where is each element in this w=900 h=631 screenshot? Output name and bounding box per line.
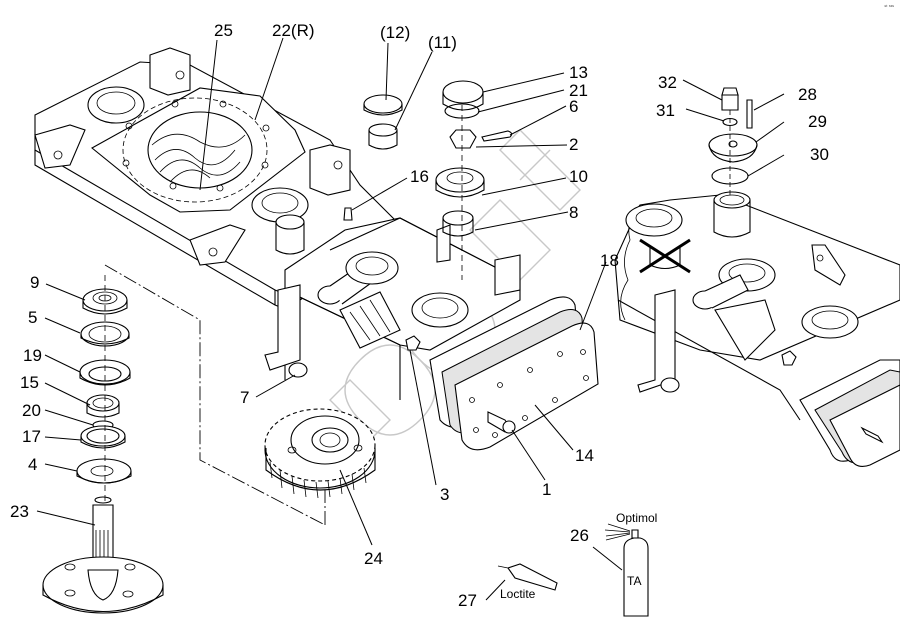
callout-5: 5 [28, 308, 37, 327]
leader-lines [36, 37, 785, 601]
optimol-label: Optimol [616, 511, 657, 525]
callout-24: 24 [364, 549, 383, 568]
callout-23: 23 [10, 502, 29, 521]
callout-10: 10 [569, 167, 588, 186]
callout-2: 2 [569, 135, 578, 154]
gearbox-housing-right [614, 191, 900, 467]
gearbox-housing-center [264, 207, 521, 400]
callout-6: 6 [569, 97, 578, 116]
callout-17: 17 [22, 427, 41, 446]
gearbox-housing-left [34, 47, 396, 316]
callout-1: 1 [542, 480, 551, 499]
callout-3: 3 [440, 485, 449, 504]
cover-plate-assembly [429, 296, 599, 451]
callout-22: 22(R) [272, 21, 315, 40]
plug-assembly [708, 87, 758, 195]
callout-32: 32 [658, 73, 677, 92]
callout-26: 26 [570, 526, 589, 545]
callout-labels: 25 22(R) (12) (11) 13 21 6 2 10 8 16 18 … [10, 21, 829, 610]
assembly-line-left [104, 264, 326, 526]
gear-part-24 [264, 408, 376, 499]
callout-19: 19 [23, 346, 42, 365]
callout-11: (11) [428, 33, 457, 52]
spray-can-text: TA [627, 574, 641, 588]
callout-31: 31 [656, 101, 675, 120]
callout-15: 15 [20, 373, 39, 392]
callout-4: 4 [28, 455, 37, 474]
bearing-stack-top [363, 80, 513, 280]
spray-can [604, 523, 649, 617]
callout-21: 21 [569, 81, 588, 100]
callout-8: 8 [569, 203, 578, 222]
loctite-tube [497, 563, 558, 591]
callout-7: 7 [240, 388, 249, 407]
callout-18: 18 [600, 251, 619, 270]
callout-27: 27 [458, 591, 477, 610]
callout-13: 13 [569, 63, 588, 82]
callout-14: 14 [575, 446, 594, 465]
bearing-stack-left [42, 275, 164, 614]
callout-28: 28 [798, 85, 817, 104]
corner-mark: ᵉᵗ ˢˢˢ [884, 4, 894, 10]
callout-16: 16 [410, 167, 429, 186]
nut-part-3 [405, 335, 421, 351]
callout-29: 29 [808, 112, 827, 131]
callout-30: 30 [810, 145, 829, 164]
callout-9: 9 [30, 273, 39, 292]
callout-25: 25 [214, 21, 233, 40]
callout-12: (12) [380, 23, 410, 42]
loctite-label: Loctite [500, 587, 536, 601]
callout-20: 20 [22, 401, 41, 420]
